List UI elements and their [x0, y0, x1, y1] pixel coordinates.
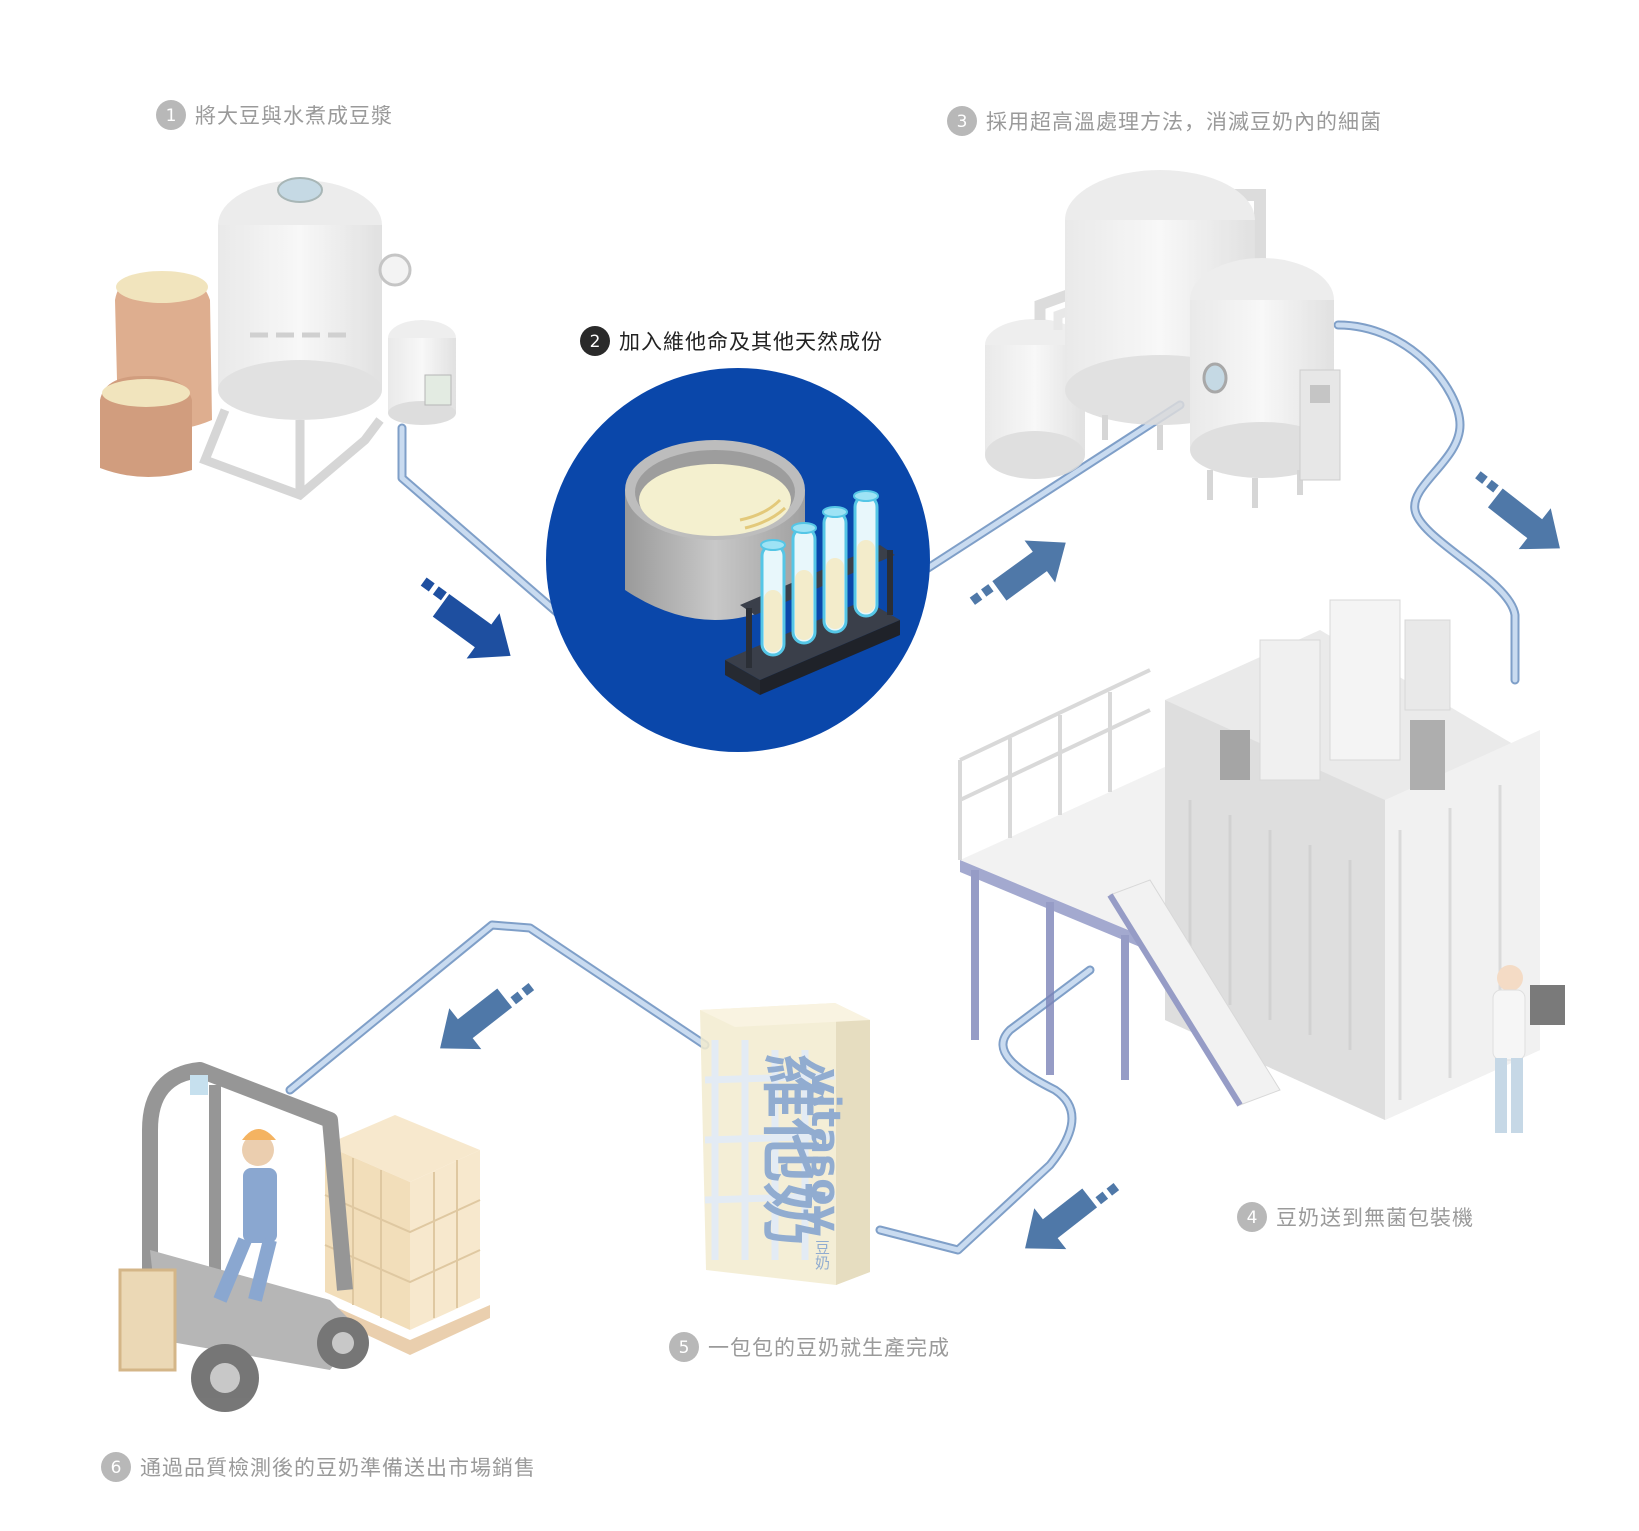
- step-5-text: 一包包的豆奶就生產完成: [708, 1336, 950, 1360]
- step-6-number: 6: [111, 1458, 122, 1478]
- step-4-number: 4: [1247, 1208, 1258, 1228]
- step-2-number: 2: [590, 332, 601, 352]
- step-2-number-badge: [580, 326, 610, 356]
- step-3-number: 3: [957, 112, 968, 132]
- step-4-text: 豆奶送到無菌包裝機: [1276, 1206, 1474, 1230]
- step-4-number-badge: [1237, 1202, 1267, 1232]
- step-1-label: 1 將大豆與水煮成豆漿: [156, 100, 393, 130]
- carton-product-label: 豆奶: [813, 1240, 831, 1271]
- step-4-label: 4 豆奶送到無菌包裝機: [1237, 1202, 1474, 1232]
- flow-arrow-down-right-3: [1475, 471, 1560, 550]
- flow-arrow-up-right-2: [969, 540, 1066, 605]
- step-1-text: 將大豆與水煮成豆漿: [195, 104, 393, 128]
- packaging-machine-illustration: [958, 599, 1565, 1133]
- step-3-text: 採用超高溫處理方法，消滅豆奶內的細菌: [986, 110, 1382, 134]
- uht-tanks-illustration: [985, 170, 1341, 508]
- pipeline: [285, 320, 1520, 1255]
- step-2-text: 加入維他命及其他天然成份: [619, 330, 883, 354]
- step-6-text: 通過品質檢測後的豆奶準備送出市場銷售: [140, 1456, 536, 1480]
- vitamin-mixing-illustration: [546, 368, 930, 752]
- soybean-boiler-illustration: [100, 177, 456, 501]
- step-1-number: 1: [166, 106, 177, 126]
- step-1-number-badge: [156, 100, 186, 130]
- step-5-label: 5 一包包的豆奶就生產完成: [669, 1332, 950, 1362]
- carton-brand-chinese: 維他奶: [754, 1054, 828, 1246]
- soymilk-carton-illustration: 維他奶 vitasoy 豆奶: [700, 1003, 870, 1285]
- flow-arrow-down-left-4: [1025, 1183, 1120, 1250]
- carton-pattern: [704, 1040, 836, 1260]
- step-5-number-badge: [669, 1332, 699, 1362]
- test-tubes: [760, 490, 879, 657]
- step-3-number-badge: [947, 106, 977, 136]
- flow-arrow-down-right-1: [420, 577, 511, 659]
- step-2-label: 2 加入維他命及其他天然成份: [580, 326, 883, 356]
- step-6-number-badge: [101, 1452, 131, 1482]
- carton-brand-english: vitasoy: [802, 1068, 848, 1231]
- step-3-label: 3 採用超高溫處理方法，消滅豆奶內的細菌: [947, 106, 1382, 136]
- step-6-label: 6 通過品質檢測後的豆奶準備送出市場銷售: [101, 1452, 536, 1482]
- flow-arrow-down-left-5: [440, 983, 535, 1050]
- soybean-sack-front: [100, 375, 192, 478]
- forklift-illustration: [118, 1062, 490, 1412]
- mixing-pot: [625, 440, 805, 620]
- step-5-number: 5: [679, 1338, 690, 1358]
